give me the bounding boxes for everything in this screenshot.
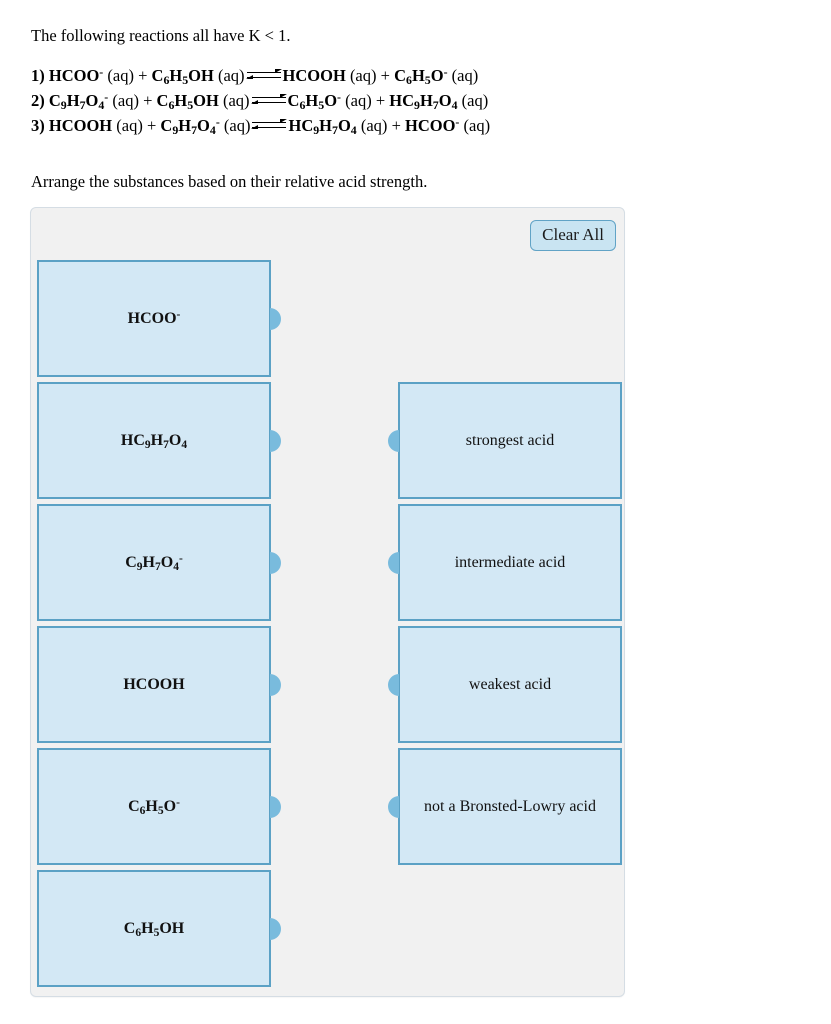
- reaction-3: 3) HCOOH (aq) + C9H7O4- (aq)HC9H7O4 (aq)…: [31, 115, 491, 137]
- equilibrium-arrow-icon: [251, 119, 288, 132]
- source-tile-label: HCOOH: [123, 675, 185, 693]
- connector-nub-icon: [388, 551, 399, 574]
- source-tile-label: HCOO-: [127, 308, 181, 327]
- equilibrium-arrow-icon: [245, 69, 282, 82]
- source-tile-hcooh[interactable]: HCOOH: [37, 626, 281, 743]
- connector-nub-icon: [270, 551, 281, 574]
- connector-nub-icon: [388, 795, 399, 818]
- connector-nub-icon: [270, 307, 281, 330]
- intro-text: The following reactions all have K < 1.: [31, 26, 291, 45]
- target-tile-not-bronsted-lowry-acid[interactable]: not a Bronsted-Lowry acid: [388, 748, 622, 865]
- source-tile-c6h5o-minus[interactable]: C6H5O-: [37, 748, 281, 865]
- connector-nub-icon: [270, 673, 281, 696]
- drag-drop-panel: Clear All HCOO- HC9H7O4 C9H7O4- HCOOH C6…: [30, 207, 625, 997]
- source-tile-label: HC9H7O4: [120, 431, 188, 451]
- target-tile-intermediate-acid[interactable]: intermediate acid: [388, 504, 622, 621]
- connector-nub-icon: [270, 917, 281, 940]
- reaction-list: 1) HCOO- (aq) + C6H5OH (aq)HCOOH (aq) + …: [31, 63, 731, 138]
- reaction-1: 1) HCOO- (aq) + C6H5OH (aq)HCOOH (aq) + …: [31, 65, 479, 87]
- connector-nub-icon: [270, 795, 281, 818]
- connector-nub-icon: [388, 429, 399, 452]
- source-tile-c9h7o4-minus[interactable]: C9H7O4-: [37, 504, 281, 621]
- equilibrium-arrow-icon: [250, 94, 287, 107]
- connector-nub-icon: [388, 673, 399, 696]
- source-tile-label: C9H7O4-: [125, 552, 183, 573]
- target-tile-label: intermediate acid: [454, 553, 566, 571]
- source-tile-c6h5oh[interactable]: C6H5OH: [37, 870, 281, 987]
- target-tile-weakest-acid[interactable]: weakest acid: [388, 626, 622, 743]
- source-tile-label: C6H5O-: [128, 796, 180, 817]
- target-tile-label: strongest acid: [465, 431, 555, 449]
- connector-nub-icon: [270, 429, 281, 452]
- source-tile-hcoo-minus[interactable]: HCOO-: [37, 260, 281, 377]
- source-tile-hc9h7o4[interactable]: HC9H7O4: [37, 382, 281, 499]
- source-tile-label: C6H5OH: [123, 919, 185, 939]
- target-tile-strongest-acid[interactable]: strongest acid: [388, 382, 622, 499]
- reaction-2: 2) C9H7O4- (aq) + C6H5OH (aq)C6H5O- (aq)…: [31, 90, 489, 112]
- target-tile-label: not a Bronsted-Lowry acid: [424, 797, 596, 815]
- target-tile-label: weakest acid: [468, 675, 552, 693]
- clear-all-button[interactable]: Clear All: [530, 220, 616, 251]
- instruction-text: Arrange the substances based on their re…: [31, 172, 428, 191]
- tile-columns: HCOO- HC9H7O4 C9H7O4- HCOOH C6H5O- C6H5O: [31, 208, 624, 996]
